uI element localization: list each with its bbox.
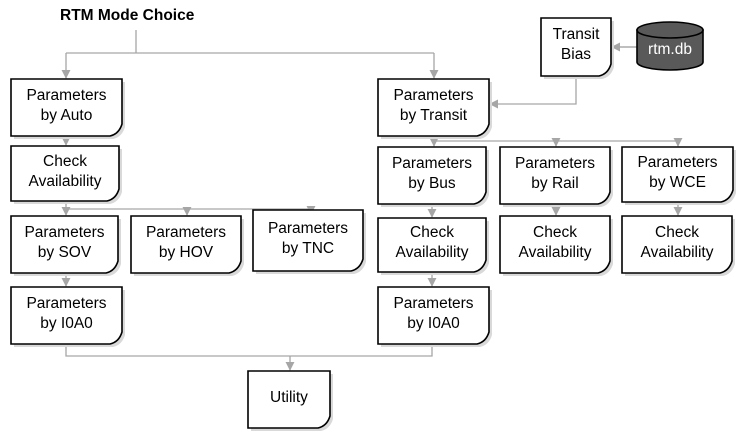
box-shape <box>621 215 733 274</box>
check-availability-auto-box: Check Availability <box>28 152 102 190</box>
node-shapes <box>10 17 736 431</box>
box-shape <box>377 78 490 137</box>
arrow-bias-to-transit <box>489 79 577 109</box>
database-cylinder-body <box>636 29 704 71</box>
parameters-by-transit-box: Parameters by Transit <box>393 86 474 124</box>
box-shape <box>247 370 331 429</box>
box-shape <box>499 146 611 205</box>
utility-merge <box>65 344 433 357</box>
box-shape <box>10 215 119 274</box>
parameters-by-bus-box: Parameters by Bus <box>391 154 473 192</box>
check-availability-wce-box: Check Availability <box>640 223 714 261</box>
box-shape <box>377 146 487 205</box>
parameters-by-rail-box: Parameters by Rail <box>514 154 596 192</box>
box-shape <box>10 145 120 202</box>
box-shape <box>540 17 612 77</box>
box-shape <box>499 215 611 274</box>
connectors <box>61 30 683 371</box>
box-shape <box>10 286 123 345</box>
utility-box: Utility <box>270 388 308 406</box>
box-shape <box>621 146 734 203</box>
box-shape <box>252 209 364 272</box>
box-shape <box>130 215 242 274</box>
check-availability-bus-box: Check Availability <box>395 224 469 261</box>
parameters-by-i0a0-transit-box: Parameters by I0A0 <box>393 294 474 332</box>
check-availability-rail-box: Check Availability <box>518 223 592 261</box>
box-shape <box>377 286 490 345</box>
box-shape <box>377 217 487 273</box>
database-cylinder-top <box>636 21 704 39</box>
parameters-by-auto-box: Parameters by Auto <box>26 86 107 124</box>
diagram-title: RTM Mode Choice <box>60 7 195 24</box>
parameters-by-tnc-box: Parameters by TNC <box>267 219 349 257</box>
rtm-db-label: rtm.db <box>648 41 692 58</box>
parameters-by-i0a0-auto-box: Parameters by I0A0 <box>26 294 107 332</box>
parameters-by-sov-box: Parameters by SOV <box>24 223 105 261</box>
parameters-by-wce-box: Parameters by WCE <box>637 153 718 191</box>
parameters-by-hov-box: Parameters by HOV <box>145 223 227 261</box>
box-shape <box>10 78 123 137</box>
transit-bias-box: Transit Bias <box>552 26 600 63</box>
